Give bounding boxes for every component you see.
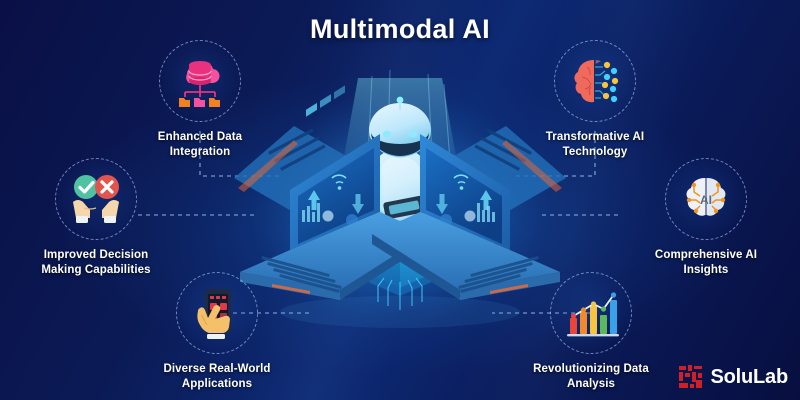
- feature-node-transformative-ai[interactable]: Transformative AI Technology: [509, 40, 681, 159]
- node-label-enhanced-data: Enhanced Data Integration: [157, 131, 243, 158]
- bar-chart-trend-icon: [567, 292, 619, 337]
- solulab-mark-icon: [678, 365, 702, 388]
- feature-node-comprehensive-ai[interactable]: AI Comprehensive AI Insights: [620, 158, 792, 277]
- badge-enhanced-data: [159, 40, 241, 122]
- node-label-diverse-real-world: Diverse Real-World Applications: [163, 363, 271, 390]
- laptop-left: [240, 85, 428, 300]
- badge-diverse-real-world: [176, 272, 258, 354]
- page-title: Multimodal AI: [310, 14, 490, 44]
- solulab-logo[interactable]: SoluLab: [678, 364, 789, 390]
- ai-brain-nodes-icon: AI: [686, 178, 726, 216]
- feature-node-diverse-real-world[interactable]: Diverse Real-World Applications: [131, 272, 303, 391]
- node-label-revolutionizing-data: Revolutionizing Data Analysis: [533, 363, 649, 390]
- badge-comprehensive-ai: AI: [665, 158, 747, 240]
- hands-check-cross-icon: [73, 175, 119, 223]
- badge-improved-decision: [55, 158, 137, 240]
- feature-node-improved-decision[interactable]: Improved Decision Making Capabilities: [10, 158, 182, 277]
- hand-smartphone-icon: [197, 289, 231, 339]
- node-label-improved-decision: Improved Decision Making Capabilities: [41, 249, 151, 276]
- badge-transformative-ai: [554, 40, 636, 122]
- cloud-database-icon: [179, 61, 220, 107]
- feature-node-enhanced-data[interactable]: Enhanced Data Integration: [114, 40, 286, 159]
- laptop-right: [372, 134, 560, 300]
- brain-circuit-icon: [574, 60, 619, 103]
- logo-text: SoluLab: [710, 365, 789, 388]
- multimodal-ai-hub-illustration: AI: [232, 60, 568, 360]
- node-label-transformative-ai: Transformative AI Technology: [545, 131, 645, 158]
- badge-revolutionizing-data: [550, 272, 632, 354]
- svg-text:AI: AI: [700, 193, 712, 207]
- node-label-comprehensive-ai: Comprehensive AI Insights: [654, 249, 758, 276]
- feature-node-revolutionizing-data[interactable]: Revolutionizing Data Analysis: [505, 272, 677, 391]
